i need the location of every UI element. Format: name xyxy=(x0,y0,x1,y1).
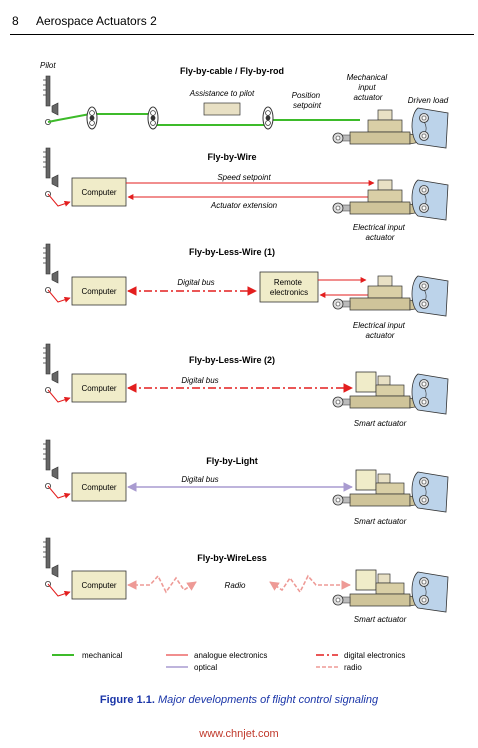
driven-load-icon xyxy=(411,107,449,149)
section-title: Fly-by-Light xyxy=(206,456,258,466)
driven-load-icon xyxy=(411,275,449,317)
assistance-label: Assistance to pilot xyxy=(189,89,255,98)
computer-label: Computer xyxy=(81,581,116,590)
remote-electronics-label: Remote electronics xyxy=(270,278,308,297)
figure-caption-text: Major developments of flight control sig… xyxy=(157,694,379,706)
pilot-stick-icon xyxy=(42,537,59,587)
electrical-input-actuator-label: Electrical input actuator xyxy=(353,223,407,242)
assistance-box xyxy=(203,102,241,116)
radio-link xyxy=(269,574,351,594)
section-title: Fly-by-WireLess xyxy=(197,553,266,563)
smart-actuator-icon xyxy=(332,569,421,607)
section-title: Fly-by-Wire xyxy=(208,152,257,162)
actuator-extension-label: Actuator extension xyxy=(210,201,278,210)
driven-load-icon xyxy=(411,373,449,415)
pilot-stick-icon xyxy=(42,75,59,126)
smart-actuator-icon xyxy=(332,371,421,409)
remote-electronics-box xyxy=(259,271,319,303)
driven-load-icon xyxy=(411,471,449,513)
legend-radio: radio xyxy=(344,663,362,672)
position-setpoint-label: Position setpoint xyxy=(292,91,323,110)
legend-analogue: analogue electronics xyxy=(194,651,267,660)
computer-box xyxy=(71,570,127,600)
legend-mechanical: mechanical xyxy=(82,651,123,660)
section-fly-by-wire: Fly-by-Wire Computer Speed setpoint Actu… xyxy=(42,147,449,242)
pilot-label: Pilot xyxy=(40,61,56,70)
pilot-stick-icon xyxy=(42,343,59,394)
legend: mechanical analogue electronics optical … xyxy=(52,651,405,672)
pilot-stick-icon xyxy=(42,243,59,294)
section-title: Fly-by-cable / Fly-by-rod xyxy=(180,66,284,76)
section-fly-by-wireless: Fly-by-WireLess Computer Radio Smart act… xyxy=(42,537,449,624)
watermark: www.chnjet.com xyxy=(199,728,279,740)
position-setpoint-line2: setpoint xyxy=(293,101,322,110)
position-setpoint-line1: Position xyxy=(292,91,321,100)
section-fly-by-less-wire-2: Fly-by-Less-Wire (2) Computer Digital bu… xyxy=(42,343,449,428)
section-fly-by-cable: Fly-by-cable / Fly-by-rod Pilot Assistan… xyxy=(40,61,449,149)
pulley-icon xyxy=(262,106,274,130)
computer-box xyxy=(71,276,127,306)
smart-actuator-label: Smart actuator xyxy=(354,615,407,624)
electrical-input-actuator-label: Electrical input actuator xyxy=(353,321,407,340)
pulley-icon xyxy=(147,106,159,130)
speed-setpoint-label: Speed setpoint xyxy=(217,173,271,182)
radio-label: Radio xyxy=(225,581,246,590)
driven-load-icon xyxy=(411,571,449,613)
mechanical-link xyxy=(47,113,150,123)
section-fly-by-light: Fly-by-Light Computer Digital bus Smart … xyxy=(42,439,449,526)
page-header: 8 Aerospace Actuators 2 xyxy=(0,0,478,40)
computer-box xyxy=(71,373,127,403)
book-title: Aerospace Actuators 2 xyxy=(36,14,157,28)
section-title: Fly-by-Less-Wire (1) xyxy=(189,247,275,257)
legend-digital: digital electronics xyxy=(344,651,405,660)
actuator-icon xyxy=(332,109,421,145)
computer-label: Computer xyxy=(81,483,116,492)
smart-actuator-label: Smart actuator xyxy=(354,517,407,526)
driven-load-label: Driven load xyxy=(408,96,449,105)
computer-box xyxy=(71,177,127,207)
pilot-stick-icon xyxy=(42,439,59,490)
page-number: 8 xyxy=(12,14,19,28)
digital-bus-label: Digital bus xyxy=(181,376,218,385)
computer-box xyxy=(71,472,127,502)
computer-label: Computer xyxy=(81,287,116,296)
pilot-stick-icon xyxy=(42,147,59,198)
radio-link xyxy=(127,574,197,594)
figure-number: Figure 1.1. xyxy=(99,694,155,706)
figure-caption: Figure 1.1. Major developments of flight… xyxy=(0,694,478,706)
digital-bus-label: Digital bus xyxy=(177,278,214,287)
pulley-icon xyxy=(86,106,98,130)
computer-label: Computer xyxy=(81,384,116,393)
legend-optical: optical xyxy=(194,663,217,672)
smart-actuator-label: Smart actuator xyxy=(354,419,407,428)
smart-actuator-icon xyxy=(332,469,421,507)
digital-bus-label: Digital bus xyxy=(181,475,218,484)
actuator-icon xyxy=(332,275,421,311)
section-title: Fly-by-Less-Wire (2) xyxy=(189,355,275,365)
computer-label: Computer xyxy=(81,188,116,197)
section-fly-by-less-wire-1: Fly-by-Less-Wire (1) Computer Digital bu… xyxy=(42,243,449,340)
header-rule xyxy=(10,34,474,35)
mechanical-input-actuator-label: Mechanical input actuator xyxy=(347,73,390,102)
driven-load-icon xyxy=(411,179,449,221)
